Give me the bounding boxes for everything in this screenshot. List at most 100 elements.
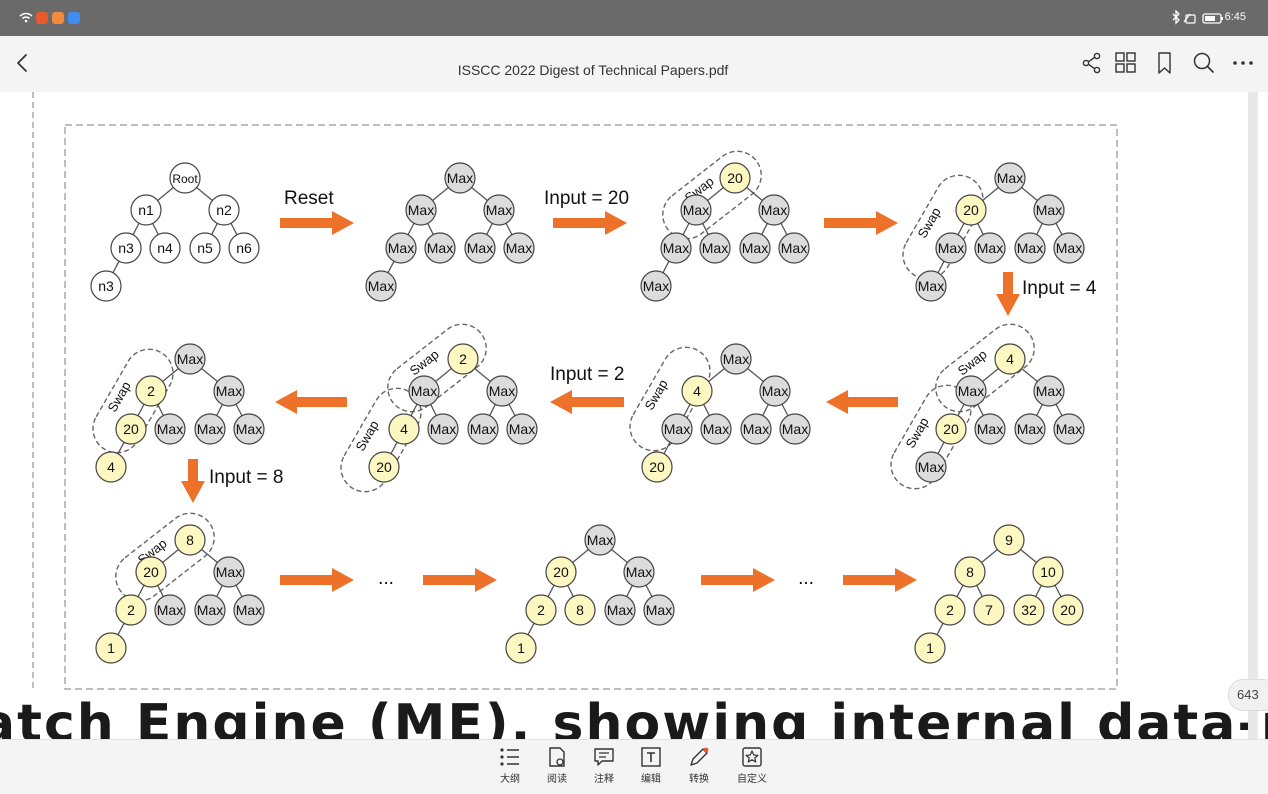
tree-node-label: 8 bbox=[966, 564, 974, 580]
read-button[interactable]: 阅读 bbox=[537, 746, 577, 785]
tree-node: Max bbox=[213, 375, 245, 407]
tree-node: Max bbox=[604, 594, 636, 626]
swap-label: Swap bbox=[641, 377, 670, 413]
tree-node-label: n5 bbox=[197, 240, 213, 256]
read-label: 阅读 bbox=[547, 774, 567, 785]
tree-node: Max bbox=[233, 594, 265, 626]
tree-node: 2 bbox=[447, 343, 479, 375]
caption-text: atch Engine (ME), showing internal data-… bbox=[0, 694, 1268, 739]
tree-node: n1 bbox=[130, 194, 162, 226]
read-icon bbox=[549, 747, 565, 767]
outline-label: 大纲 bbox=[500, 774, 520, 785]
tree-node: Max bbox=[779, 413, 811, 445]
tree-node-label: 2 bbox=[147, 383, 155, 399]
more-options-icon[interactable] bbox=[1232, 52, 1256, 76]
tree-node-label: Max bbox=[1056, 240, 1082, 256]
tree-node: n2 bbox=[208, 194, 240, 226]
tree-node: 1 bbox=[505, 632, 537, 664]
step-arrow bbox=[553, 211, 627, 235]
swap-label: Swap bbox=[104, 379, 133, 415]
outline-button[interactable]: 大纲 bbox=[490, 746, 530, 785]
tree-node: Max bbox=[643, 594, 675, 626]
customize-button[interactable]: 自定义 bbox=[732, 746, 772, 785]
tree-node-label: Max bbox=[702, 240, 728, 256]
tree-node-label: Max bbox=[157, 421, 183, 437]
tree-node: 2 bbox=[115, 594, 147, 626]
tree-node-label: Max bbox=[683, 202, 709, 218]
tree-node-label: Max bbox=[489, 383, 515, 399]
tree-node: 4 bbox=[95, 451, 127, 483]
customize-label: 自定义 bbox=[737, 774, 767, 785]
tree-node: Max bbox=[915, 451, 947, 483]
tree-node-label: Max bbox=[411, 383, 437, 399]
tree-node: Max bbox=[974, 232, 1006, 264]
convert-button[interactable]: 转换 bbox=[679, 746, 719, 785]
tree-node: 2 bbox=[525, 594, 557, 626]
tree-node: 7 bbox=[973, 594, 1005, 626]
bookmark-icon[interactable] bbox=[1156, 52, 1174, 76]
step-label: Input = 20 bbox=[544, 188, 629, 209]
bottom-toolbar: 大纲 阅读 注释 编辑 转换 自定义 bbox=[0, 739, 1268, 794]
page-number-badge[interactable]: 643 bbox=[1228, 679, 1268, 711]
tree-node: 20 bbox=[1052, 594, 1084, 626]
document-title: ISSCC 2022 Digest of Technical Papers.pd… bbox=[457, 62, 729, 78]
status-time: 6:45 bbox=[1224, 11, 1246, 23]
swap-region: Swap bbox=[935, 323, 1035, 413]
tree-node: Max bbox=[994, 162, 1026, 194]
convert-icon bbox=[690, 747, 709, 766]
annotate-button[interactable]: 注释 bbox=[584, 746, 624, 785]
tree-node-label: 20 bbox=[123, 421, 139, 437]
tree-node: 32 bbox=[1013, 594, 1045, 626]
annotate-label: 注释 bbox=[594, 774, 614, 785]
tree-node: n3 bbox=[90, 270, 122, 302]
tree-node: Max bbox=[640, 270, 672, 302]
tree-node: Max bbox=[486, 375, 518, 407]
tree-node: 8 bbox=[954, 556, 986, 588]
tree-node: 4 bbox=[994, 343, 1026, 375]
tree-node: 2 bbox=[135, 375, 167, 407]
tree-node: Max bbox=[506, 413, 538, 445]
tree-node-label: 8 bbox=[576, 602, 584, 618]
tree-node-label: 20 bbox=[943, 421, 959, 437]
tree-node-label: Max bbox=[977, 240, 1003, 256]
tree-node: Max bbox=[1033, 375, 1065, 407]
tree-node-label: Max bbox=[743, 421, 769, 437]
tree-node-label: Max bbox=[607, 602, 633, 618]
tree-node-label: 20 bbox=[727, 170, 743, 186]
step-label: Input = 8 bbox=[209, 467, 283, 488]
tree-node: Max bbox=[915, 270, 947, 302]
tree-node: Max bbox=[424, 232, 456, 264]
tree-node-label: Max bbox=[157, 602, 183, 618]
tree-node: Max bbox=[365, 270, 397, 302]
tree-node-label: Max bbox=[761, 202, 787, 218]
share-icon[interactable] bbox=[1082, 52, 1102, 76]
status-icons-right bbox=[1172, 10, 1223, 25]
tree-node: 20 bbox=[719, 162, 751, 194]
search-icon[interactable] bbox=[1193, 52, 1215, 76]
back-icon[interactable] bbox=[14, 52, 30, 76]
edit-button[interactable]: 编辑 bbox=[631, 746, 671, 785]
scrollbar[interactable] bbox=[1248, 92, 1258, 739]
tree-node: Max bbox=[739, 232, 771, 264]
tree-node-label: 4 bbox=[400, 421, 408, 437]
tree-node: Max bbox=[408, 375, 440, 407]
tree-node-label: Max bbox=[1036, 383, 1062, 399]
tree-node: Max bbox=[680, 194, 712, 226]
swap-label: Swap bbox=[902, 415, 931, 451]
tree-node-label: Max bbox=[1017, 421, 1043, 437]
tree-node-label: 2 bbox=[459, 351, 467, 367]
tree-node-label: 20 bbox=[1060, 602, 1076, 618]
tree-node-label: Max bbox=[723, 351, 749, 367]
grid-view-icon[interactable] bbox=[1115, 52, 1137, 76]
tree-node-label: Max bbox=[643, 278, 669, 294]
tree-node-label: Max bbox=[447, 170, 473, 186]
tree-node-label: 2 bbox=[537, 602, 545, 618]
swap-label: Swap bbox=[955, 347, 990, 379]
step-label: Reset bbox=[284, 188, 334, 209]
tree-node-label: 1 bbox=[517, 640, 525, 656]
tree-node: Max bbox=[405, 194, 437, 226]
step-arrow bbox=[824, 211, 898, 235]
tree-node: Max bbox=[758, 194, 790, 226]
